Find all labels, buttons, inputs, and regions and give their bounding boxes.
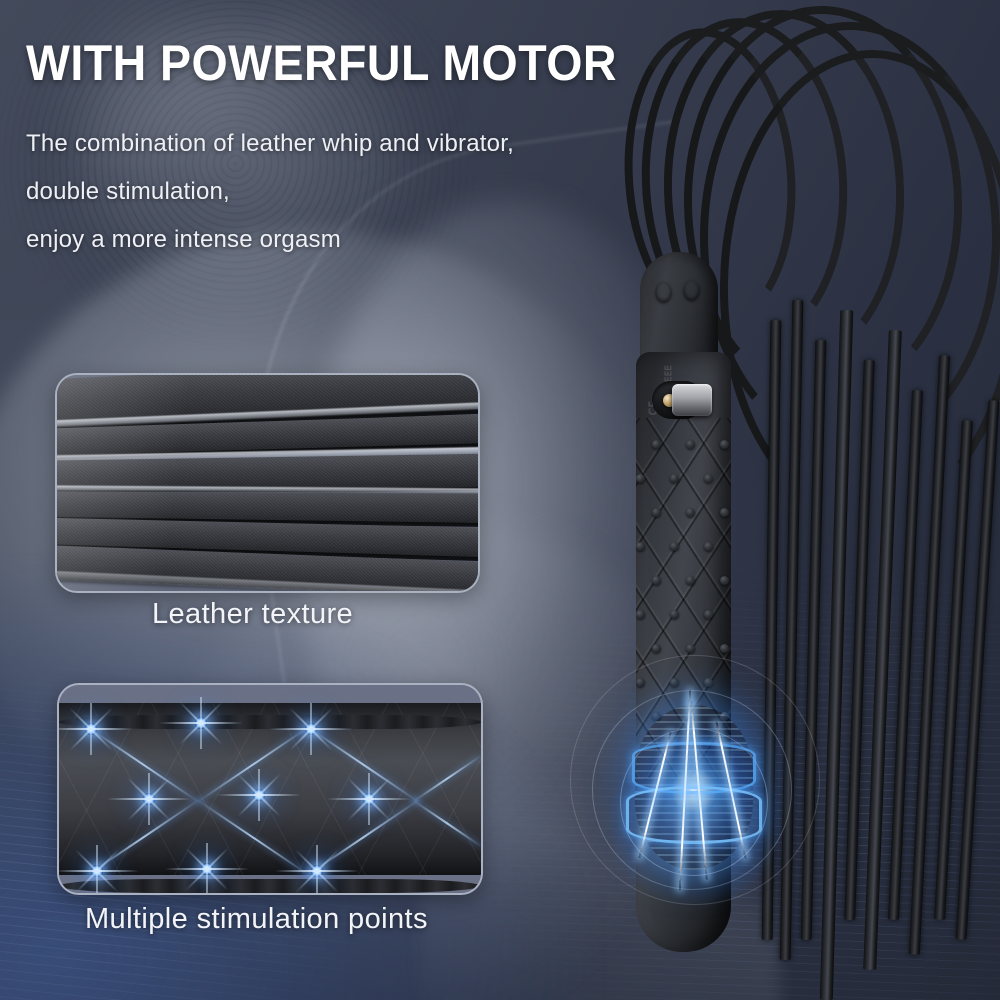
subcopy-line-2: double stimulation, bbox=[26, 178, 230, 205]
whip-strand-loop bbox=[700, 22, 1000, 452]
feature-panel-stimulation-points bbox=[57, 683, 483, 895]
leather-strap-stack bbox=[57, 375, 478, 591]
energy-ring-outer bbox=[570, 655, 820, 905]
product-image-whip-vibrator: CE WEEE bbox=[570, 0, 1000, 1000]
stimulation-point-node bbox=[295, 849, 339, 893]
page-title: WITH POWERFUL MOTOR bbox=[26, 35, 617, 91]
quilted-barrel bbox=[59, 703, 481, 893]
motor-coil bbox=[626, 786, 762, 844]
stimulation-point-node bbox=[347, 777, 391, 821]
subcopy-line-1: The combination of leather whip and vibr… bbox=[26, 130, 514, 157]
energy-ring-middle bbox=[592, 690, 792, 890]
stimulation-point-node bbox=[75, 849, 119, 893]
power-button[interactable] bbox=[672, 384, 712, 416]
stimulation-point-node bbox=[289, 707, 333, 751]
charging-pin bbox=[684, 281, 699, 300]
stimulation-point-node bbox=[185, 847, 229, 891]
stimulation-point-node bbox=[69, 707, 113, 751]
subcopy-line-3: enjoy a more intense orgasm bbox=[26, 226, 341, 253]
stimulation-point-node bbox=[127, 777, 171, 821]
panel-caption-stimulation-points: Multiple stimulation points bbox=[85, 903, 428, 935]
stimulation-point-node bbox=[179, 701, 223, 745]
subcopy-block: The combination of leather whip and vibr… bbox=[26, 120, 666, 264]
panel-caption-leather-texture: Leather texture bbox=[152, 598, 354, 630]
charging-pin bbox=[656, 283, 671, 302]
feature-panel-leather-texture bbox=[55, 373, 480, 593]
stimulation-point-node bbox=[237, 773, 281, 817]
